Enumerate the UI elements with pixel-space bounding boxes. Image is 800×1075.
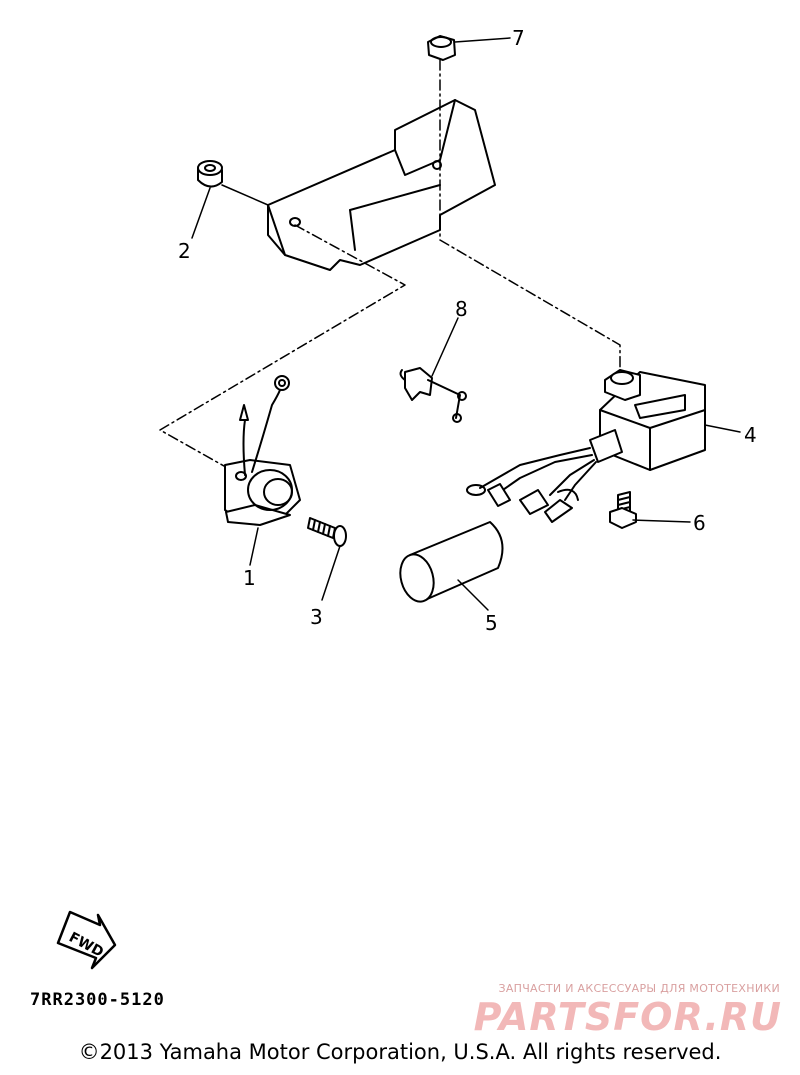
- callout-5: 5: [485, 611, 498, 635]
- callout-7: 7: [512, 26, 525, 50]
- screw-part-3: [307, 517, 347, 547]
- copyright-notice: ©2013 Yamaha Motor Corporation, U.S.A. A…: [78, 1040, 722, 1064]
- callout-3: 3: [310, 605, 323, 629]
- leader-lines: [191, 37, 741, 611]
- fwd-arrow: [56, 910, 117, 970]
- clamp-part-8: [399, 367, 467, 423]
- cover-part-5: [399, 521, 504, 603]
- watermark-tagline: ЗАПЧАСТИ И АКСЕССУАРЫ ДЛЯ МОТОТЕХНИКИ: [498, 982, 780, 995]
- bracket: [267, 99, 496, 271]
- nut-part-7: [427, 35, 456, 61]
- collar-part-2: [197, 160, 223, 188]
- buzzer-part-1: [224, 375, 301, 526]
- callout-8: 8: [455, 297, 468, 321]
- assembly-lines: [159, 59, 621, 476]
- callout-2: 2: [178, 239, 191, 263]
- drawing-code: 7RR2300-5120: [30, 990, 165, 1010]
- callout-6: 6: [693, 511, 706, 535]
- callout-4: 4: [744, 423, 757, 447]
- unit-part-4: [466, 369, 706, 523]
- callout-1: 1: [243, 566, 256, 590]
- bolt-part-6: [609, 491, 637, 529]
- watermark-brand: PARTSFOR.RU: [473, 995, 782, 1039]
